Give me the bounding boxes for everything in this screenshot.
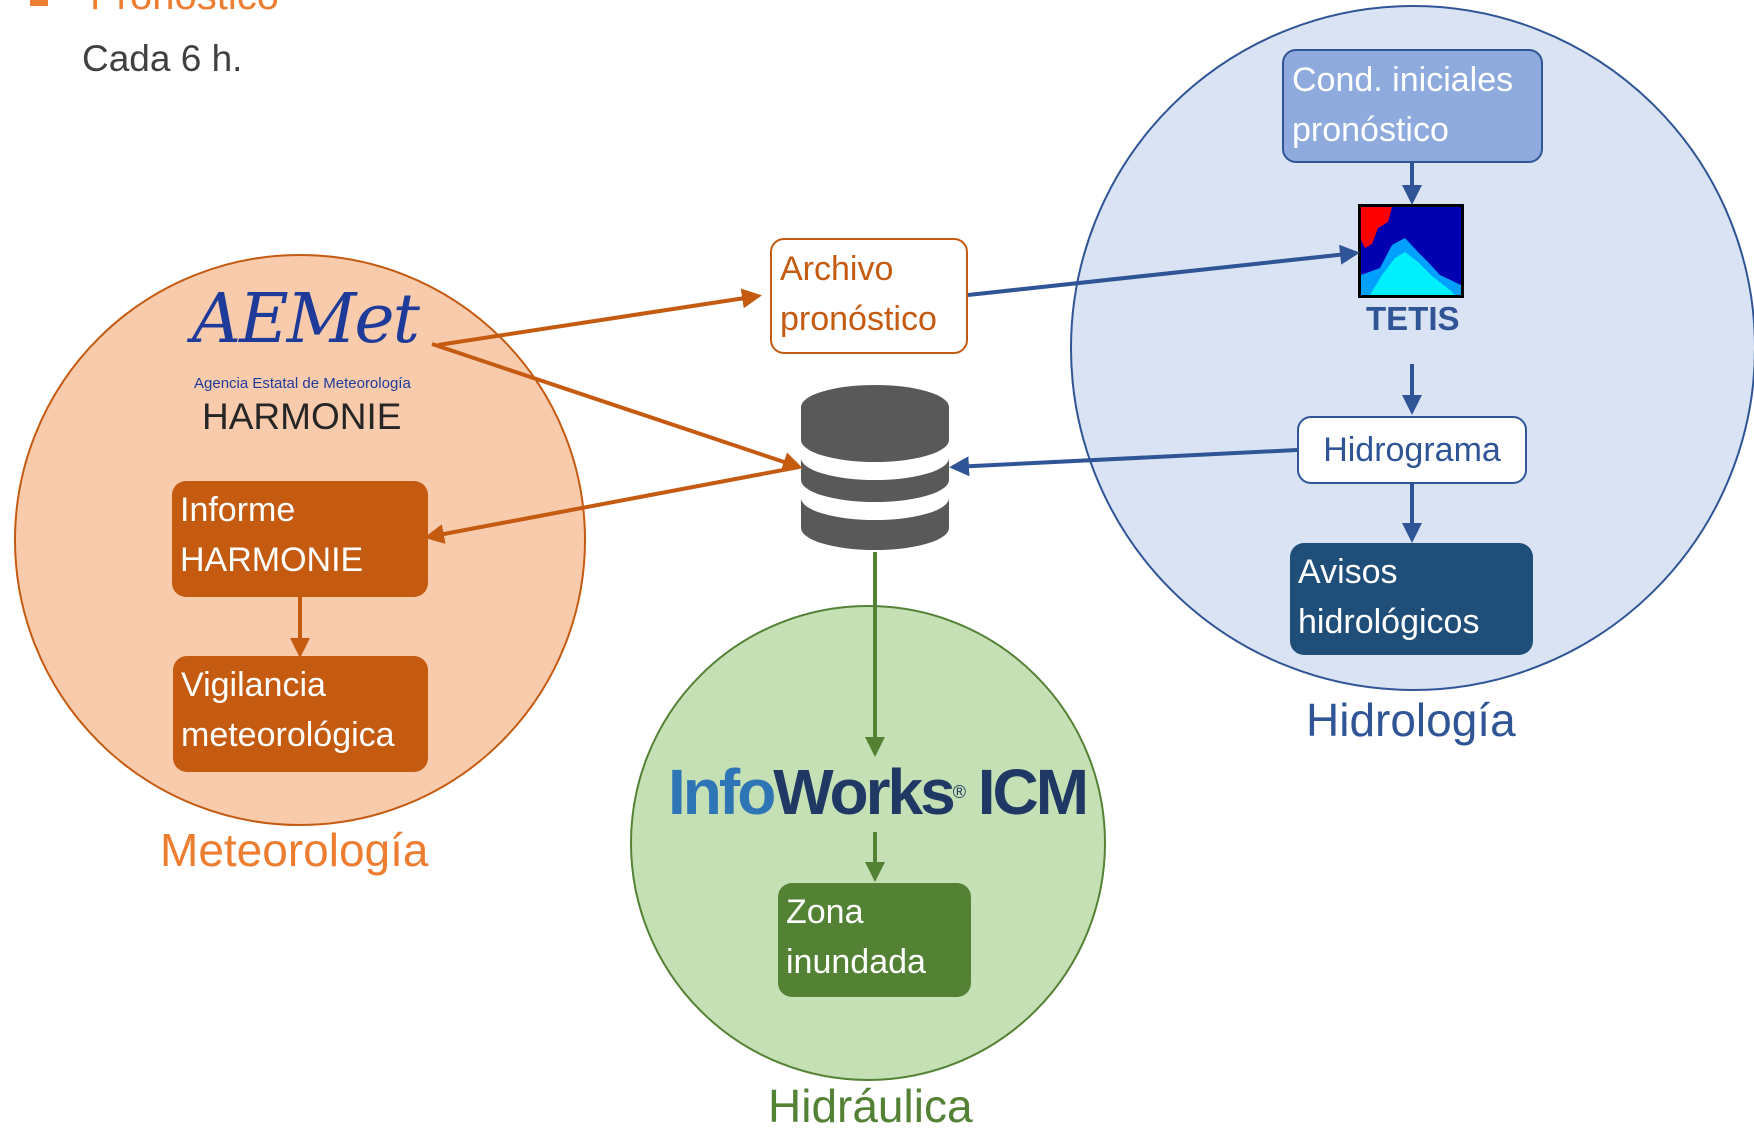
arrow-aemet-to-archivo xyxy=(437,288,762,347)
zona-inundada-box: Zona inundada xyxy=(778,883,971,997)
hidrologia-label: Hidrología xyxy=(1306,694,1516,746)
infoworks-logo-part2: Works xyxy=(773,756,955,828)
meteorologia-label: Meteorología xyxy=(160,824,429,876)
tetis-icon xyxy=(1358,204,1464,298)
hidrologia-circle xyxy=(1070,5,1754,691)
header-subtitle: Cada 6 h. xyxy=(82,38,243,79)
infoworks-logo-part3: ICM xyxy=(962,756,1089,828)
avisos-box: Avisos hidrológicos xyxy=(1290,543,1533,655)
aemet-logo: AEMet xyxy=(192,280,432,376)
informe-line-1: Informe xyxy=(180,491,296,529)
arrow-database-to-informe xyxy=(424,465,800,544)
arrow-archivo-to-tetis xyxy=(967,244,1360,297)
archivo-line-1: Archivo xyxy=(780,250,894,288)
tetis-label: TETIS xyxy=(1366,300,1460,337)
informe-line-2: HARMONIE xyxy=(180,541,364,579)
arrow-aemet-to-database xyxy=(431,342,803,472)
header-title: Pronóstico xyxy=(90,0,279,19)
cond-line-2: pronóstico xyxy=(1292,111,1449,149)
hidrograma-text: Hidrograma xyxy=(1323,431,1501,469)
vigilancia-line-2: meteorológica xyxy=(181,716,395,754)
header-bullet xyxy=(30,0,48,6)
harmonie-label: HARMONIE xyxy=(202,396,402,437)
zona-line-1: Zona xyxy=(786,893,864,931)
database-icon xyxy=(801,385,949,550)
infoworks-logo-reg: ® xyxy=(952,782,966,802)
avisos-line-2: hidrológicos xyxy=(1298,603,1480,641)
zona-line-2: inundada xyxy=(786,943,926,981)
arrow-hidrograma-to-database xyxy=(949,448,1298,477)
avisos-line-1: Avisos xyxy=(1298,553,1398,591)
infoworks-logo-part1: Info xyxy=(668,756,776,828)
hidraulica-circle xyxy=(630,605,1106,1081)
informe-harmonie-box: Informe HARMONIE xyxy=(172,481,428,597)
hidrograma-box: Hidrograma xyxy=(1297,416,1527,484)
archivo-line-2: pronóstico xyxy=(780,300,937,338)
vigilancia-box: Vigilancia meteorológica xyxy=(173,656,428,772)
archivo-pronostico-box: Archivo pronóstico xyxy=(770,238,968,354)
cond-line-1: Cond. iniciales xyxy=(1292,61,1514,99)
aemet-logo-text: AEMet xyxy=(192,280,420,359)
aemet-logo-subtext: Agencia Estatal de Meteorología xyxy=(194,375,411,392)
infoworks-logo: InfoWorks® ICM xyxy=(668,752,1089,832)
hidraulica-label: Hidráulica xyxy=(768,1080,973,1132)
cond-iniciales-box: Cond. iniciales pronóstico xyxy=(1282,49,1543,163)
vigilancia-line-1: Vigilancia xyxy=(181,666,326,704)
